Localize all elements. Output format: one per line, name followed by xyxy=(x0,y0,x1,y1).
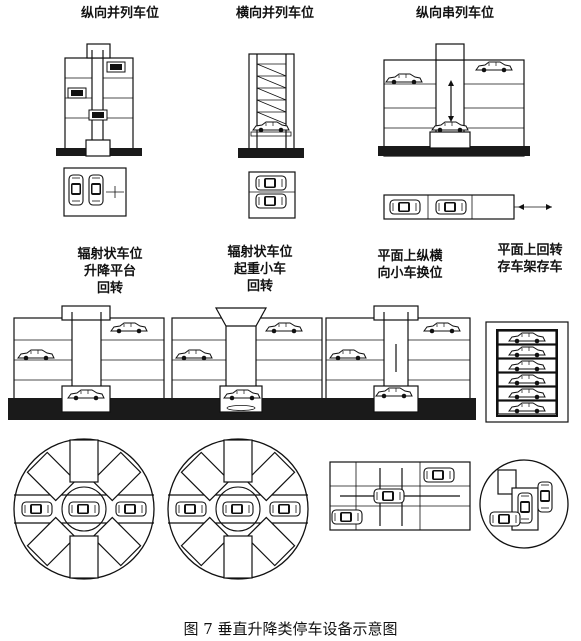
radial-plan-platform xyxy=(13,438,155,580)
label-plane-trolley: 平面上纵横 向小车换位 xyxy=(377,249,443,281)
figure-caption: 图 7 垂直升降类停车设备示意图 xyxy=(183,620,398,638)
car-icon xyxy=(331,509,363,525)
plan-longitudinal-series xyxy=(383,194,552,220)
car-icon xyxy=(255,175,287,191)
plan-longitudinal-parallel xyxy=(63,167,127,217)
title-longitudinal-series: 纵向串列车位 xyxy=(415,6,494,21)
car-icon xyxy=(115,501,147,517)
title-transverse-parallel: 横向并列车位 xyxy=(235,6,314,21)
car-icon xyxy=(21,501,53,517)
car-icon xyxy=(175,501,207,517)
car-icon xyxy=(255,193,287,209)
car-icon xyxy=(269,501,301,517)
car-icon xyxy=(389,199,421,215)
tower-longitudinal-parallel xyxy=(56,43,142,157)
car-icon xyxy=(68,501,100,517)
car-icon xyxy=(537,481,553,513)
plan-transverse-parallel xyxy=(248,171,296,219)
tower-plane-trolley xyxy=(320,305,476,420)
tower-radial-trolley xyxy=(166,307,326,420)
rack-stack xyxy=(497,330,557,415)
rotating-racks-plan xyxy=(479,459,569,549)
car-icon xyxy=(68,174,84,206)
car-icon xyxy=(435,199,467,215)
tower-transverse-parallel xyxy=(238,53,304,158)
tower-longitudinal-series xyxy=(378,43,530,157)
label-radial-platform: 辐射状车位 升降平台 回转 xyxy=(77,247,143,296)
tower-rotating-racks xyxy=(485,321,569,423)
radial-plan-trolley xyxy=(167,438,309,580)
plane-trolley-plan xyxy=(329,461,471,531)
car-icon xyxy=(489,511,521,527)
car-icon xyxy=(373,488,405,504)
title-longitudinal-parallel: 纵向并列车位 xyxy=(80,6,159,21)
car-icon xyxy=(88,174,104,206)
label-plane-rotate: 平面上回转 存车架存车 xyxy=(497,243,563,275)
tower-radial-platform xyxy=(8,305,170,420)
car-icon xyxy=(423,467,455,483)
label-radial-trolley: 辐射状车位 起重小车 回转 xyxy=(227,245,293,294)
car-icon xyxy=(222,501,254,517)
